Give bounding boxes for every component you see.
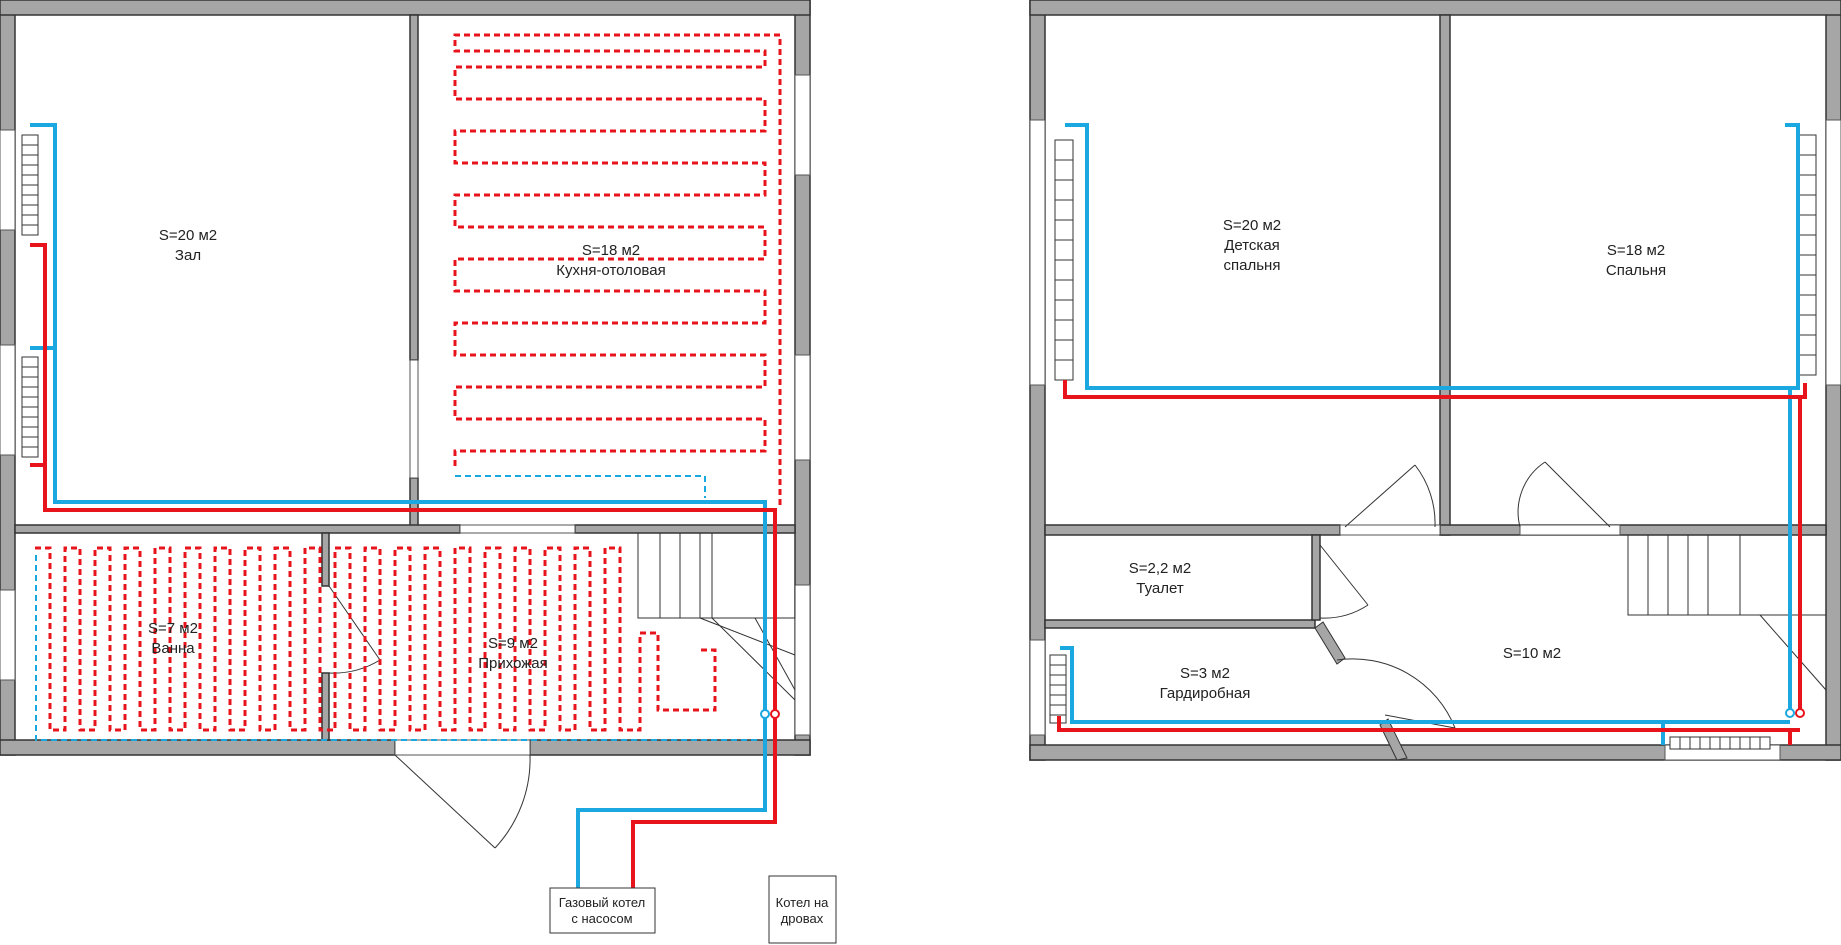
room-name: Зал	[175, 247, 201, 264]
return-pipe	[30, 123, 767, 890]
gas-boiler: Газовый котел с насосом	[549, 887, 656, 934]
upper-floor: S=20 м2 Детская спальня S=18 м2 Спальня …	[1029, 0, 1841, 761]
upper-floor-room-labels: S=20 м2 Детская спальня S=18 м2 Спальня …	[1129, 217, 1666, 702]
supply-connector	[770, 709, 780, 719]
room-name: Ванна	[151, 640, 195, 657]
supply-pipe-vertical	[1057, 397, 1802, 745]
room-name: Туалет	[1136, 580, 1184, 597]
hall-underfloor-coil	[35, 546, 717, 732]
return-connector	[760, 709, 770, 719]
boiler-label-line2: дровах	[781, 911, 824, 926]
supply-pipe	[30, 243, 777, 890]
supply-pipe	[1063, 380, 1807, 399]
upper-floor-pipes	[1057, 123, 1807, 745]
room-name: Прихожая	[478, 655, 548, 672]
ground-floor-pipes	[30, 123, 777, 890]
radiator-fins	[22, 144, 38, 448]
radiator-fins	[1050, 154, 1816, 749]
upper-floor-windows	[1029, 119, 1841, 761]
ground-floor-stairs	[637, 532, 796, 701]
room-area: S=7 м2	[148, 620, 198, 637]
room-area: S=20 м2	[159, 227, 217, 244]
upper-floor-radiators	[1049, 134, 1817, 750]
ground-floor-room-labels: S=20 м2 Зал S=18 м2 Кухня-отоловая S=7 м…	[148, 227, 666, 672]
boiler-label-line1: Котел на	[776, 895, 830, 910]
room-name: Спальня	[1606, 262, 1666, 279]
kitchen-underfloor-coil	[453, 33, 782, 505]
ground-floor-underfloor-coils	[35, 33, 782, 741]
upper-floor-stairs	[1627, 534, 1827, 691]
supply-connector	[1795, 708, 1805, 718]
room-area: S=20 м2	[1223, 217, 1281, 234]
ground-floor-doors	[328, 585, 531, 849]
room-area: S=3 м2	[1180, 665, 1230, 682]
wood-boiler: Котел на дровах	[768, 875, 837, 944]
upper-floor-doors	[1319, 461, 1611, 729]
upper-floor-walls	[1029, 0, 1841, 761]
return-pipe	[1065, 123, 1800, 390]
room-name: Гардиробная	[1160, 685, 1251, 702]
room-name-line2: спальня	[1224, 257, 1281, 274]
kitchen-underfloor-return	[455, 475, 706, 498]
room-name: Кухня-отоловая	[556, 262, 665, 279]
pipe-connectors	[1785, 708, 1805, 718]
ground-floor-walls	[0, 0, 811, 756]
return-pipe-vertical	[1060, 388, 1792, 745]
boiler-label-line2: с насосом	[571, 911, 632, 926]
room-area: S=2,2 м2	[1129, 560, 1191, 577]
return-connector	[1785, 708, 1795, 718]
room-area: S=9 м2	[488, 635, 538, 652]
ground-floor-windows	[0, 74, 811, 756]
room-area: S=18 м2	[1607, 242, 1665, 259]
boiler-label-line1: Газовый котел	[559, 895, 646, 910]
pipe-connectors	[760, 709, 780, 719]
ground-floor-radiators	[21, 134, 39, 458]
ground-floor: S=20 м2 Зал S=18 м2 Кухня-отоловая S=7 м…	[0, 0, 837, 944]
room-area: S=10 м2	[1503, 645, 1561, 662]
wardrobe-diagonal-wall	[1314, 621, 1346, 665]
room-name: Детская	[1224, 237, 1280, 254]
hall-underfloor-return	[35, 555, 760, 741]
room-area: S=18 м2	[582, 242, 640, 259]
